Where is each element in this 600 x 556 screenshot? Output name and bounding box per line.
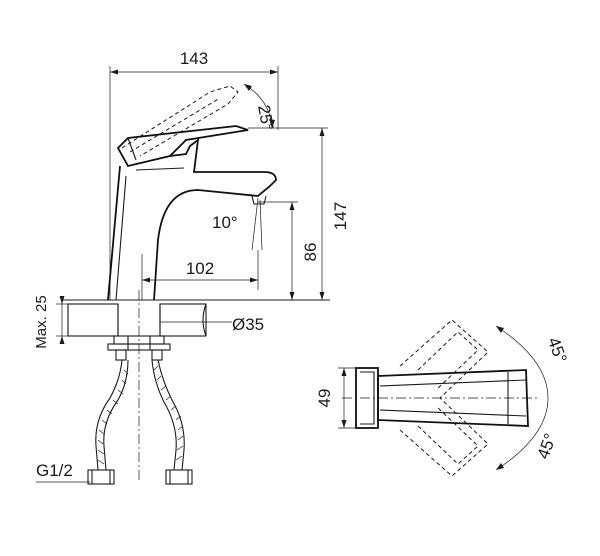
dim-height-147: 147 bbox=[248, 127, 350, 300]
dim-width-label: 143 bbox=[180, 49, 208, 68]
faucet-body bbox=[107, 138, 277, 301]
top-view: 49 45° 45° bbox=[315, 319, 571, 477]
flex-hoses bbox=[87, 359, 193, 485]
dim-top-label: 49 bbox=[315, 389, 334, 408]
top-angle-up-label: 45° bbox=[544, 335, 571, 366]
top-angle-down-label: 45° bbox=[534, 431, 561, 462]
top-handle-rotated-down bbox=[399, 397, 489, 477]
dim-spout-86: 86 bbox=[258, 201, 320, 300]
dim-spout-height-label: 86 bbox=[301, 243, 320, 262]
side-view: 143 25° bbox=[33, 49, 350, 485]
dim-max-deck-label: Max. 25 bbox=[33, 295, 50, 348]
dim-max-deck: Max. 25 bbox=[33, 295, 68, 349]
dim-reach-102: 102 bbox=[141, 250, 259, 300]
faucet-handle bbox=[116, 125, 249, 168]
angle-handle-label: 25° bbox=[254, 103, 277, 132]
mounting-hardware bbox=[107, 335, 171, 361]
countertop-section bbox=[62, 290, 330, 480]
dim-reach-label: 102 bbox=[186, 259, 214, 278]
dim-hole-label: Ø35 bbox=[232, 315, 264, 334]
dim-top-49: 49 bbox=[315, 367, 356, 429]
dim-width-143: 143 bbox=[109, 49, 279, 300]
top-body bbox=[355, 367, 529, 429]
top-handle-rotated-up bbox=[399, 319, 489, 399]
thread-callout: G1/2 bbox=[36, 461, 90, 483]
angle-spout-10: 10° bbox=[212, 197, 263, 251]
thread-label: G1/2 bbox=[36, 461, 73, 480]
dim-height-total-label: 147 bbox=[331, 202, 350, 230]
angle-handle-25: 25° bbox=[243, 83, 277, 132]
angle-spout-label: 10° bbox=[212, 213, 238, 232]
dim-hole-35: Ø35 bbox=[160, 315, 264, 334]
handle-raised-outline bbox=[121, 85, 239, 157]
